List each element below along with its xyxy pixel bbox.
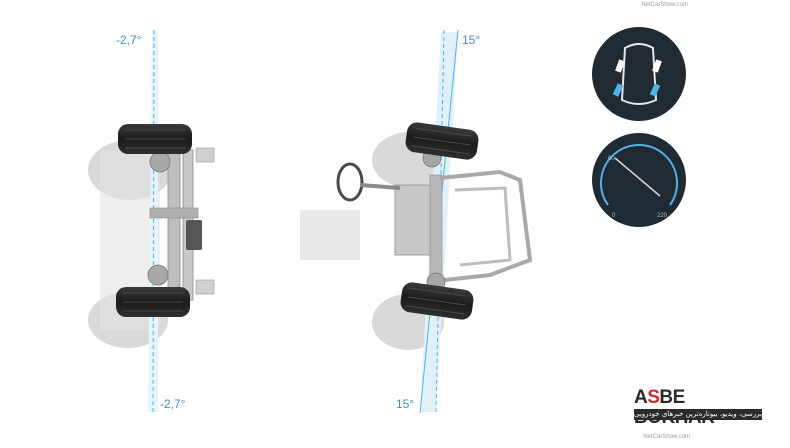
gauge-mark-low: 0	[612, 213, 616, 219]
right-bottom-angle-label: 15°	[396, 397, 415, 411]
logo-tagline: بررسی، ویدیو، بیوتار‌ه‌ترین خبر‌های خودر…	[634, 409, 762, 420]
gauge-mark-high: 220	[657, 213, 668, 219]
left-top-angle-label: -2,7°	[116, 33, 142, 47]
right-top-angle-label: 15°	[462, 33, 481, 47]
left-axis-line	[152, 29, 155, 413]
right-chassis	[300, 29, 533, 414]
car-outline-icon	[620, 43, 658, 105]
watermark-bottom: NetCarShow.com	[643, 434, 690, 440]
speed-gauge-badge: 60 0 220	[592, 133, 686, 227]
four-wheel-steer-badge	[592, 27, 686, 121]
left-bottom-angle-label: -2,7°	[160, 397, 186, 411]
gauge-needle	[614, 157, 661, 197]
logo-wordmark: ASBE BOKHAR	[634, 387, 715, 428]
watermark-top: NetCarShow.com	[641, 2, 688, 8]
asbe-bokhar-logo: ASBE BOKHAR بررسی، ویدیو، بیوتار‌ه‌ترین …	[634, 387, 762, 428]
gauge-mark-mid: 60	[608, 156, 615, 162]
gauge-arc	[600, 144, 678, 206]
left-chassis	[88, 29, 215, 413]
